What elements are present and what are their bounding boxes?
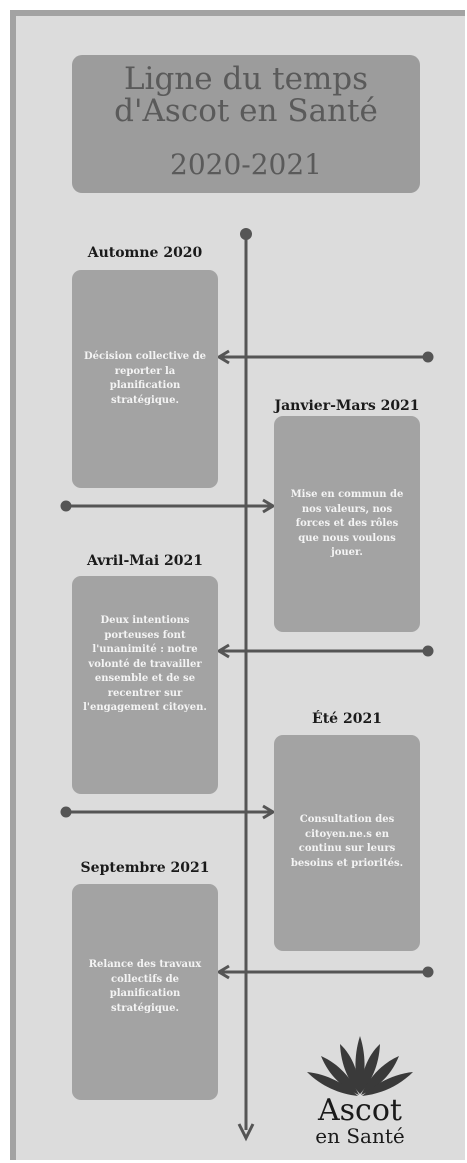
event-heading-jan-mar-2021: Janvier-Mars 2021 (274, 398, 420, 414)
logo-name: Ascot (318, 1093, 402, 1128)
connector-2 (60, 498, 276, 514)
event-heading-autumn-2020: Automne 2020 (87, 245, 203, 261)
event-heading-sep-2021: Septembre 2021 (80, 860, 210, 876)
timeline-end-arrow (237, 1123, 255, 1142)
ascot-logo: Ascot en Santé (285, 1028, 435, 1158)
event-text-sep-2021: Relance des travaux collectifs de planif… (88, 959, 202, 1014)
connector-5 (216, 964, 434, 980)
event-box-apr-may-2021: Deux intentions porteuses font l'unanimi… (72, 576, 218, 794)
event-text-summer-2021: Consultation des citoyen.ne.s en continu… (290, 814, 404, 869)
event-box-sep-2021: Relance des travaux collectifs de planif… (72, 884, 218, 1100)
event-text-jan-mar-2021: Mise en commun de nos valeurs, nos force… (290, 489, 404, 558)
event-heading-apr-may-2021: Avril-Mai 2021 (87, 553, 203, 569)
event-box-jan-mar-2021: Mise en commun de nos valeurs, nos force… (274, 416, 420, 632)
connector-3 (216, 643, 434, 659)
connector-1 (216, 349, 434, 365)
event-heading-summer-2021: Été 2021 (312, 711, 382, 727)
connector-4 (60, 804, 276, 820)
page-title: Ligne du temps d'Ascot en Santé (114, 61, 378, 129)
event-box-summer-2021: Consultation des citoyen.ne.s en continu… (274, 735, 420, 951)
year-range: 2020-2021 (170, 148, 322, 181)
logo-subtitle: en Santé (315, 1124, 405, 1148)
event-box-autumn-2020: Décision collective de reporter la plani… (72, 270, 218, 488)
timeline-start-dot (240, 228, 252, 240)
sunflower-icon (307, 1036, 413, 1096)
event-text-apr-may-2021: Deux intentions porteuses font l'unanimi… (83, 615, 207, 713)
event-text-autumn-2020: Décision collective de reporter la plani… (83, 351, 206, 406)
title-box: Ligne du temps d'Ascot en Santé 2020-202… (72, 55, 420, 193)
